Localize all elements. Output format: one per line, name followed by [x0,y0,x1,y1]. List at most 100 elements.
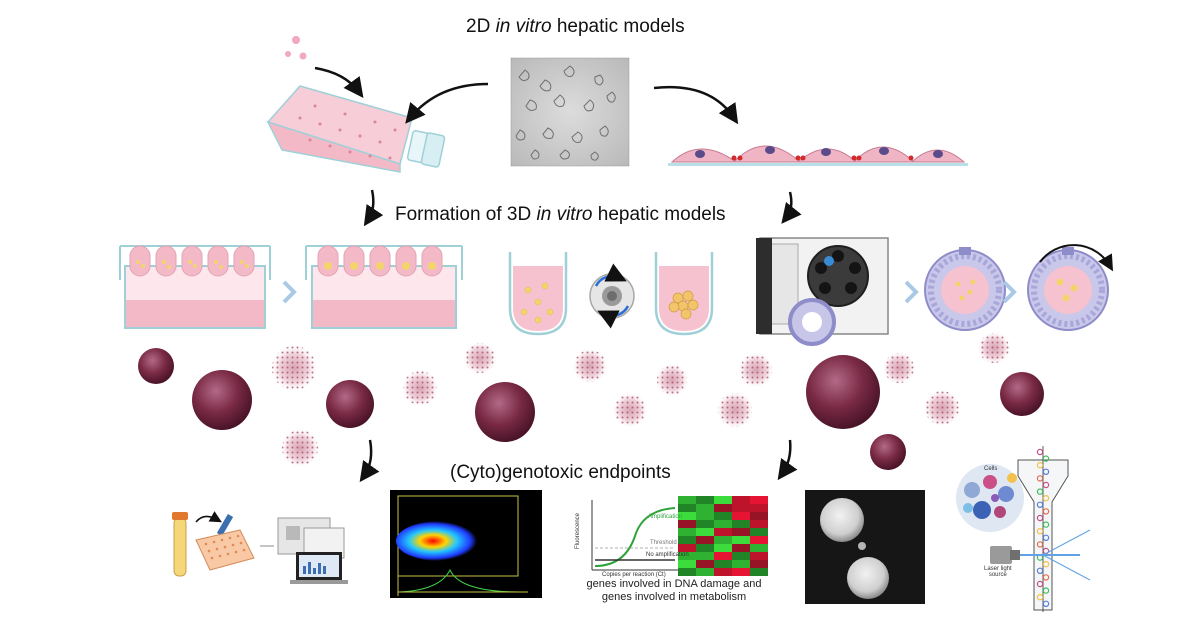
flow-bead [1042,468,1050,475]
heatmap-cell [714,536,732,544]
heatmap-cell [750,504,768,512]
heatmap-cell [750,520,768,528]
flow-bead [1042,534,1050,542]
heatmap-cell [732,520,750,528]
heatmap-cell [732,512,750,520]
heatmap-cell [732,504,750,512]
heatmap-cell [678,504,696,512]
heatmap-cell [732,528,750,536]
heatmap-cell [714,512,732,520]
heatmap-cell [732,560,750,568]
heatmap-cell [732,544,750,552]
chevron-right-icon [1002,280,1017,304]
heatmap-cell [696,512,714,520]
qpcr-no-amplification-label: No amplification [646,552,689,558]
rotation-plate-icon [589,263,635,329]
heatmap-cell [696,560,714,568]
heatmap-cell [750,536,768,544]
flow-bead [1036,448,1044,456]
chevron-right-icon [904,280,919,304]
heading-3d-formation: Formation of 3D in vitro hepatic models [395,204,726,225]
cell-micrograph [510,57,630,167]
qpcr-amplification-plot [591,500,680,571]
flow-bead [1042,455,1050,462]
flow-bead [1036,541,1044,548]
heatmap-cell [732,568,750,576]
heatmap-cell [696,568,714,576]
heatmap-cell [714,504,732,512]
qpcr-amplification-label: Amplification [648,514,683,520]
heatmap-cell [714,568,732,576]
qpcr-threshold-label: Threshold [650,540,677,546]
heatmap-cell [750,512,768,520]
flow-bead [1036,580,1044,588]
heatmap-cell [678,496,696,504]
heatmap-cell [678,552,696,560]
flow-cytometry-plot [390,490,542,598]
flow-cytometer-diagram [956,446,1091,612]
heatmap-cell [678,528,696,536]
flow-bead [1036,501,1044,508]
spheroids-field [138,331,1044,470]
flow-bead [1036,594,1044,601]
flow-bead [1042,574,1050,581]
bioreactor-vessel-2 [1027,244,1114,331]
culture-flask-illustration [266,36,446,173]
flow-bead [1042,481,1050,489]
hanging-drop-plate-1 [119,245,271,329]
micronucleus-image [805,490,925,604]
heatmap-cell [732,552,750,560]
bioreactor-incubator [756,237,889,346]
heatmap-cell [696,528,714,536]
heatmap-cell [696,504,714,512]
heatmap-cell [696,544,714,552]
flow-bead [1042,600,1050,608]
heatmap-cell [678,520,696,528]
u-bottom-well-1 [508,252,568,336]
heatmap-cell [714,544,732,552]
heading-2d-models: 2D in vitro hepatic models [466,16,685,37]
plate-reader-workflow [172,511,348,584]
u-bottom-well-2 [654,252,714,336]
heatmap-cell [750,528,768,536]
heatmap-cell [678,560,696,568]
flow-bead [1036,514,1044,522]
flow-bead [1042,495,1050,502]
qpcr-ylabel: Fluorescence [575,512,582,550]
heatmap-cell [678,544,696,552]
bioreactor-vessel-1 [924,247,1006,331]
heatmap-cell [696,496,714,504]
heatmap-cell [678,536,696,544]
heatmap-cell [750,568,768,576]
heatmap-cell [714,552,732,560]
flow-bead [1042,587,1050,594]
gene-expression-heatmap [678,496,768,576]
flow-bead [1036,475,1044,482]
flow-bead [1042,508,1050,515]
qpcr-caption: genes involved in DNA damage and genes i… [586,578,762,603]
flow-bead [1036,462,1044,469]
laser-label: Laser light source [984,566,1012,578]
heatmap-cell [696,520,714,528]
flow-bead [1036,528,1044,535]
chevron-right-icon [282,280,297,304]
heatmap-cell [678,512,696,520]
qpcr-xlabel: Copies per reaction (Ct) [602,572,666,578]
heatmap-cell [732,496,750,504]
heatmap-cell [714,496,732,504]
heatmap-cell [678,568,696,576]
heatmap-cell [750,496,768,504]
heatmap-cell [696,552,714,560]
heatmap-cell [750,544,768,552]
heatmap-cell [750,552,768,560]
heatmap-cell [750,560,768,568]
flow-bead [1036,567,1044,575]
flow-bead [1042,521,1050,528]
heatmap-cell [714,560,732,568]
heatmap-cell [732,536,750,544]
flow-arrows [314,66,802,483]
heatmap-cell [714,520,732,528]
flow-bead [1036,488,1044,495]
heading-endpoints: (Cyto)genotoxic endpoints [450,462,671,483]
